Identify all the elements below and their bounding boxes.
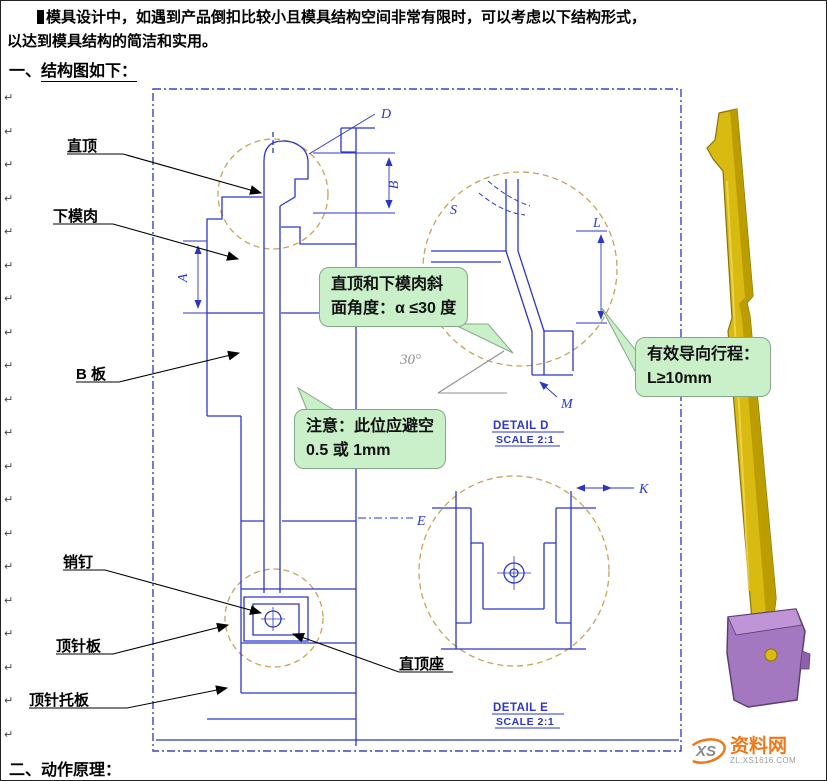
label-bban: B 板 [76, 366, 107, 383]
paragraph-marks-column: ↵ ↵ ↵ ↵ ↵ ↵ ↵ ↵ ↵ ↵ ↵ ↵ ↵ ↵ ↵ ↵ ↵ ↵ ↵ ↵ [4, 93, 13, 741]
paragraph-mark: ↵ [4, 460, 14, 473]
callout-travel-tail [600, 306, 638, 376]
cad-linework [156, 113, 679, 746]
paragraph-mark: ↵ [4, 159, 14, 172]
callout-travel-line2: L≥10mm [647, 370, 712, 387]
paragraph-mark: ↵ [4, 293, 14, 306]
leader-dingzhentuoban [29, 685, 229, 709]
paragraph-mark: ↵ [4, 326, 14, 339]
label-zhiding: 直顶 [67, 138, 98, 155]
paragraph-mark: ↵ [4, 661, 14, 674]
detail-d-scale: SCALE 2:1 [496, 434, 554, 446]
label-dingzhentuoban: 顶针托板 [29, 692, 90, 709]
label-xiaoding: 销钉 [63, 554, 94, 571]
callout-travel: 有效导向行程： L≥10mm [635, 337, 772, 397]
detail-titles: DETAIL D SCALE 2:1 DETAIL E SCALE 2:1 [493, 420, 554, 728]
label-zhidingzuo: 直顶座 [399, 656, 445, 673]
intro-paragraph: 模具设计中，如遇到产品倒扣比较小且模具结构空间非常有限时，可以考虑以下结构形式，… [7, 6, 819, 54]
paragraph-mark: ↵ [4, 527, 14, 540]
paragraph-mark: ↵ [4, 259, 14, 272]
paragraph-mark: ↵ [4, 594, 14, 607]
detail-circle-head [217, 138, 329, 250]
watermark: XS 资料网 ZL.XS1616.COM [685, 735, 796, 767]
watermark-site-name: 资料网 [730, 735, 788, 757]
paragraph-mark: ↵ [4, 427, 14, 440]
letter-e: E [416, 514, 426, 529]
leader-bban [76, 350, 241, 383]
paragraph-mark: ↵ [4, 360, 14, 373]
text-cursor-block [37, 10, 44, 24]
section2-number: 二、 [9, 762, 42, 779]
cad-letters: D B A S L M K E [176, 107, 649, 529]
intro-line2: 以达到模具结构的简洁和实用。 [7, 33, 218, 50]
paragraph-mark: ↵ [4, 494, 14, 507]
watermark-logo-text: XS [695, 743, 716, 760]
leader-xiamorou [53, 223, 240, 261]
label-leaders [29, 153, 453, 709]
detail-d-title: DETAIL D [493, 420, 549, 432]
callout-travel-line1: 有效导向行程： [647, 346, 760, 363]
section1-title: 结构图如下： [41, 63, 138, 82]
paragraph-mark: ↵ [4, 561, 14, 574]
letter-a: A [176, 273, 191, 283]
detail-e-scale: SCALE 2:1 [496, 716, 554, 728]
section1-heading: 一、结构图如下： [9, 57, 138, 82]
callout-tails [296, 306, 638, 411]
paragraph-mark: ↵ [4, 628, 14, 641]
callout-note-line1: 注意：此位应避空 [306, 418, 435, 435]
letter-d: D [380, 107, 391, 122]
detail-circle-e [418, 475, 610, 667]
section2-title: 动作原理： [41, 762, 122, 780]
lifter-base-top-face [727, 608, 803, 636]
detail-circle-seat [224, 568, 324, 668]
angle-30-label: 30° [399, 352, 421, 368]
callout-note-tail [296, 386, 336, 411]
letter-b: B [387, 180, 402, 189]
intro-line1: 模具设计中，如遇到产品倒扣比较小且模具结构空间非常有限时，可以考虑以下结构形式， [46, 9, 647, 26]
drawing-frame [152, 88, 682, 752]
callout-angle-tail [452, 323, 514, 354]
paragraph-mark: ↵ [4, 226, 14, 239]
label-xiamorou: 下模肉 [53, 208, 99, 225]
angle-construction [437, 350, 507, 394]
lifter-base-pin-dot [764, 648, 778, 662]
lifter-3d-render [706, 108, 811, 708]
paragraph-mark: ↵ [4, 192, 14, 205]
paragraph-mark: ↵ [4, 728, 14, 741]
leader-zhidingzuo [291, 633, 453, 673]
paragraph-mark: ↵ [4, 393, 14, 406]
paragraph-mark: ↵ [4, 695, 14, 708]
detail-circles [217, 138, 618, 668]
letter-m: M [560, 397, 574, 412]
paragraph-mark: ↵ [4, 125, 14, 138]
lifter-base-tab [799, 650, 811, 670]
label-dingzhenban: 顶针板 [56, 638, 102, 655]
section2-heading: 二、动作原理： [9, 756, 122, 780]
callout-angle-line2: 面角度：α ≤30 度 [331, 300, 457, 317]
leader-dingzhenban [56, 622, 230, 655]
callout-note-line2: 0.5 或 1mm [306, 442, 391, 459]
watermark-site-url: ZL.XS1616.COM [730, 755, 797, 765]
callout-angle-line1: 直顶和下模肉斜 [331, 276, 444, 293]
letter-l: L [592, 216, 601, 231]
paragraph-mark: ↵ [4, 92, 14, 104]
callout-angle: 直顶和下模肉斜 面角度：α ≤30 度 [319, 267, 469, 327]
letter-s: S [450, 203, 457, 218]
section1-number: 一、 [9, 63, 42, 80]
watermark-logo-icon: XS [686, 738, 726, 764]
callout-note: 注意：此位应避空 0.5 或 1mm [294, 409, 447, 469]
leader-xiaoding [63, 569, 263, 615]
leader-zhiding [67, 153, 263, 195]
detail-e-title: DETAIL E [493, 702, 548, 714]
letter-k: K [638, 482, 649, 497]
